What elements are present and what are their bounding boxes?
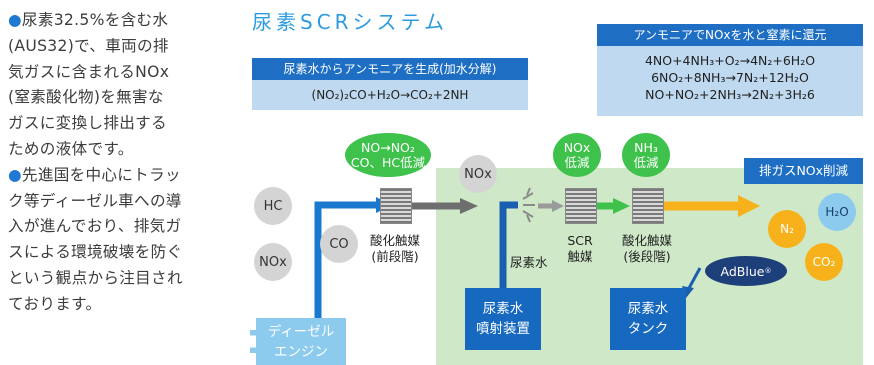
hydrolysis-formula: (NO₂)₂CO+H₂O→CO₂+2NH (252, 80, 528, 110)
pre-oxidation-label: 酸化触媒(前段階) (369, 233, 420, 264)
h2o-bubble: H₂O (818, 193, 856, 231)
urea-injector: 尿素水噴射装置 (465, 288, 541, 350)
description-line: ための液体です。 (8, 139, 134, 158)
exhaust-pipe-blue (314, 201, 378, 318)
adblue-label: AdBlue® (705, 256, 787, 286)
exhaust-reduction-badge: 排ガスNOx削減 (744, 158, 863, 184)
description-line: (窒素酸化物)を無害な (8, 88, 164, 107)
description-line: 入が進んでおり、排気ガ (8, 217, 182, 236)
spray-lines (522, 187, 535, 223)
bullet-icon: ● (8, 165, 22, 184)
reduction-formula: 4NO+4NH₃+O₂→4N₂+6H₂O (644, 53, 816, 68)
description-line: ガスに変換し排出する (8, 114, 167, 133)
co2-bubble: CO₂ (805, 243, 843, 281)
bullet-icon: ● (8, 11, 22, 29)
description-line: ●先進国を中心にトラッ (8, 165, 181, 184)
hc-bubble: HC (254, 187, 292, 225)
exhaust-arrowhead-gray (460, 198, 478, 214)
post-oxidation-catalyst (632, 188, 664, 224)
reduction-formulas: 4NO+4NH₃+O₂→4N₂+6H₂O 6NO₂+8NH₃→7N₂+12H₂O… (597, 46, 863, 116)
diesel-engine: ディーゼルエンジン (250, 318, 346, 365)
description-line: という観点から注目され (8, 268, 183, 287)
description-line: (AUS32)で、車両の排 (8, 36, 169, 55)
urea-tank: 尿素水タンク (610, 288, 686, 350)
description-line: 気ガスに含まれるNOx (8, 62, 170, 81)
reduction-header: アンモニアでNOxを水と窒素に還元 (597, 24, 863, 46)
reduction-formula: 6NO₂+8NH₃→7N₂+12H₂O (651, 70, 809, 85)
post-oxidation-label: 酸化触媒(後段階) (621, 233, 672, 264)
description-line: ております。 (8, 294, 102, 313)
pre-oxidation-catalyst (380, 188, 412, 224)
diagram-title: 尿素SCRシステム (252, 10, 448, 34)
reduction-formula: NO+NO₂+2NH₃→2N₂+3H₂6 (645, 87, 815, 102)
urea-pipe (499, 201, 518, 288)
co-bubble: CO (320, 225, 358, 263)
nox-bubble-left: NOx (254, 243, 292, 281)
nox-bubble-mid: NOx (459, 155, 497, 193)
description-line: ク等ディーゼル車への導 (8, 191, 182, 210)
description-line: スによる環境破壊を防ぐ (8, 243, 183, 262)
scr-catalyst (565, 188, 597, 224)
urea-label: 尿素水 (510, 255, 548, 270)
hydrolysis-header: 尿素水からアンモニアを生成(加水分解) (252, 58, 528, 80)
description-line: ●尿素32.5%を含む水 (8, 11, 169, 29)
n2-bubble: N₂ (768, 210, 806, 248)
description-text: ●尿素32.5%を含む水 (AUS32)で、車両の排 気ガスに含まれるNOx (… (8, 8, 248, 318)
